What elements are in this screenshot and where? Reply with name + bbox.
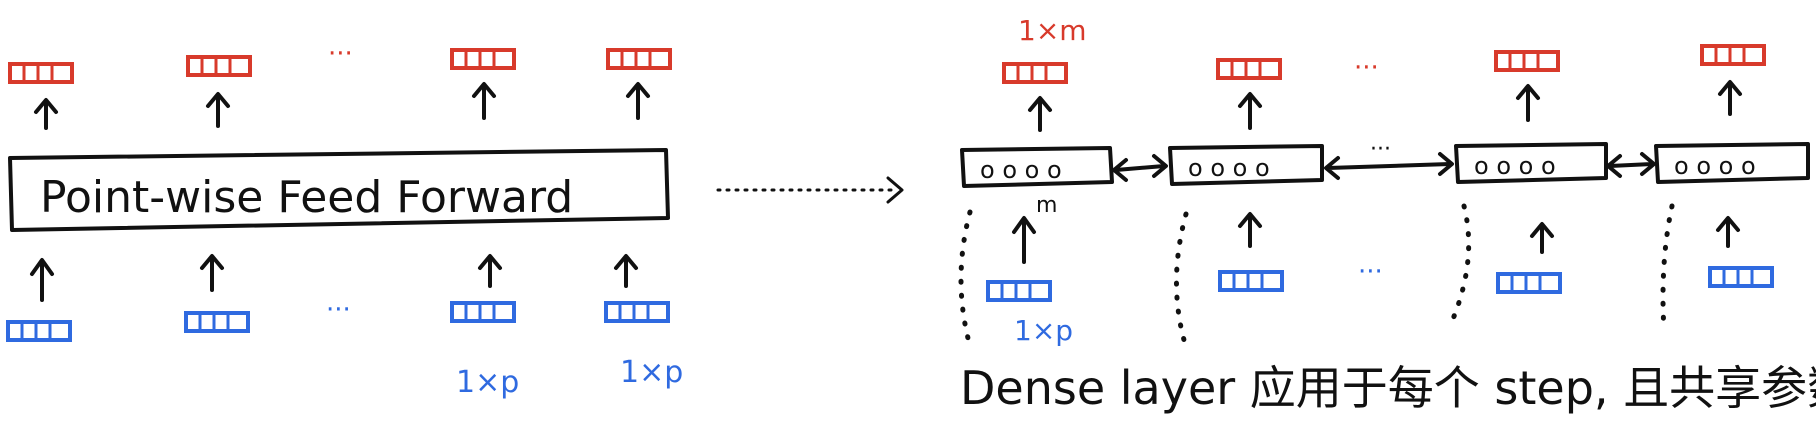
up-arrow-icon [1716, 216, 1740, 248]
up-arrow-icon [614, 254, 638, 288]
left-input-dim-label: 1×p [620, 355, 683, 390]
right-input-ellipsis: ··· [1358, 257, 1383, 287]
up-arrow-icon [34, 98, 58, 130]
double-arrow-icon [1324, 152, 1454, 180]
dense-neurons: o o o o [1188, 154, 1270, 182]
left-input-vector [184, 311, 250, 333]
left-input-vector [604, 301, 670, 323]
right-panel: 1×m ··· [958, 14, 1816, 415]
right-input-vector [1708, 266, 1774, 288]
up-arrow-icon [626, 82, 650, 120]
dense-layer-box: o o o o [960, 146, 1114, 188]
right-input-vector [986, 280, 1052, 302]
left-input-dim-label: 1×p [456, 365, 519, 400]
dense-neurons: o o o o [980, 156, 1062, 184]
up-arrow-icon [1718, 80, 1742, 116]
left-output-vector [606, 48, 672, 70]
dense-neurons: o o o o [1474, 152, 1556, 180]
up-arrow-icon [206, 92, 230, 128]
dense-layer-box: o o o o [1168, 144, 1324, 186]
step-separator [1174, 211, 1189, 343]
right-output-vector [1700, 44, 1766, 66]
double-arrow-icon [1112, 154, 1168, 182]
up-arrow-icon [478, 254, 502, 288]
right-output-vector [1002, 62, 1068, 84]
up-arrow-icon [200, 254, 224, 292]
step-separator [958, 209, 973, 349]
left-input-ellipsis: ··· [326, 295, 351, 325]
dense-layer-box: o o o o [1654, 142, 1810, 184]
left-output-vector [8, 62, 74, 84]
right-output-ellipsis: ··· [1354, 53, 1379, 83]
up-arrow-icon [1516, 84, 1540, 122]
up-arrow-icon [1028, 96, 1052, 132]
double-arrow-icon [1606, 152, 1656, 178]
left-output-vector [450, 48, 516, 70]
hidden-dim-label: m [1036, 193, 1057, 218]
right-input-vector [1218, 270, 1284, 292]
ffn-label: Point-wise Feed Forward [40, 172, 573, 223]
right-input-vector [1496, 272, 1562, 294]
step-separator [1660, 203, 1675, 333]
up-arrow-icon [472, 82, 496, 120]
left-output-ellipsis: ··· [328, 39, 353, 69]
up-arrow-icon [1238, 92, 1262, 130]
right-output-dim-label: 1×m [1018, 14, 1087, 47]
point-wise-ffn-box: Point-wise Feed Forward [8, 148, 670, 232]
up-arrow-icon [1238, 212, 1262, 248]
dense-neurons: o o o o [1674, 152, 1756, 180]
left-output-vector [186, 55, 252, 77]
dense-caption: Dense layer 应用于每个 step, 且共享参数. [960, 361, 1816, 415]
up-arrow-icon [30, 258, 54, 302]
right-output-vector [1216, 58, 1282, 80]
left-panel: ··· Point-wise Feed Forward [6, 39, 683, 400]
connector-ellipsis: ··· [1370, 137, 1391, 162]
left-input-vector [6, 320, 72, 342]
up-arrow-icon [1530, 222, 1554, 254]
left-input-vector [450, 301, 516, 323]
step-separator [1447, 203, 1472, 329]
right-input-dim-label: 1×p [1014, 314, 1073, 347]
right-output-vector [1494, 50, 1560, 72]
dotted-right-arrow-icon [716, 176, 904, 204]
up-arrow-icon [1012, 216, 1036, 264]
dense-layer-box: o o o o [1454, 142, 1608, 184]
